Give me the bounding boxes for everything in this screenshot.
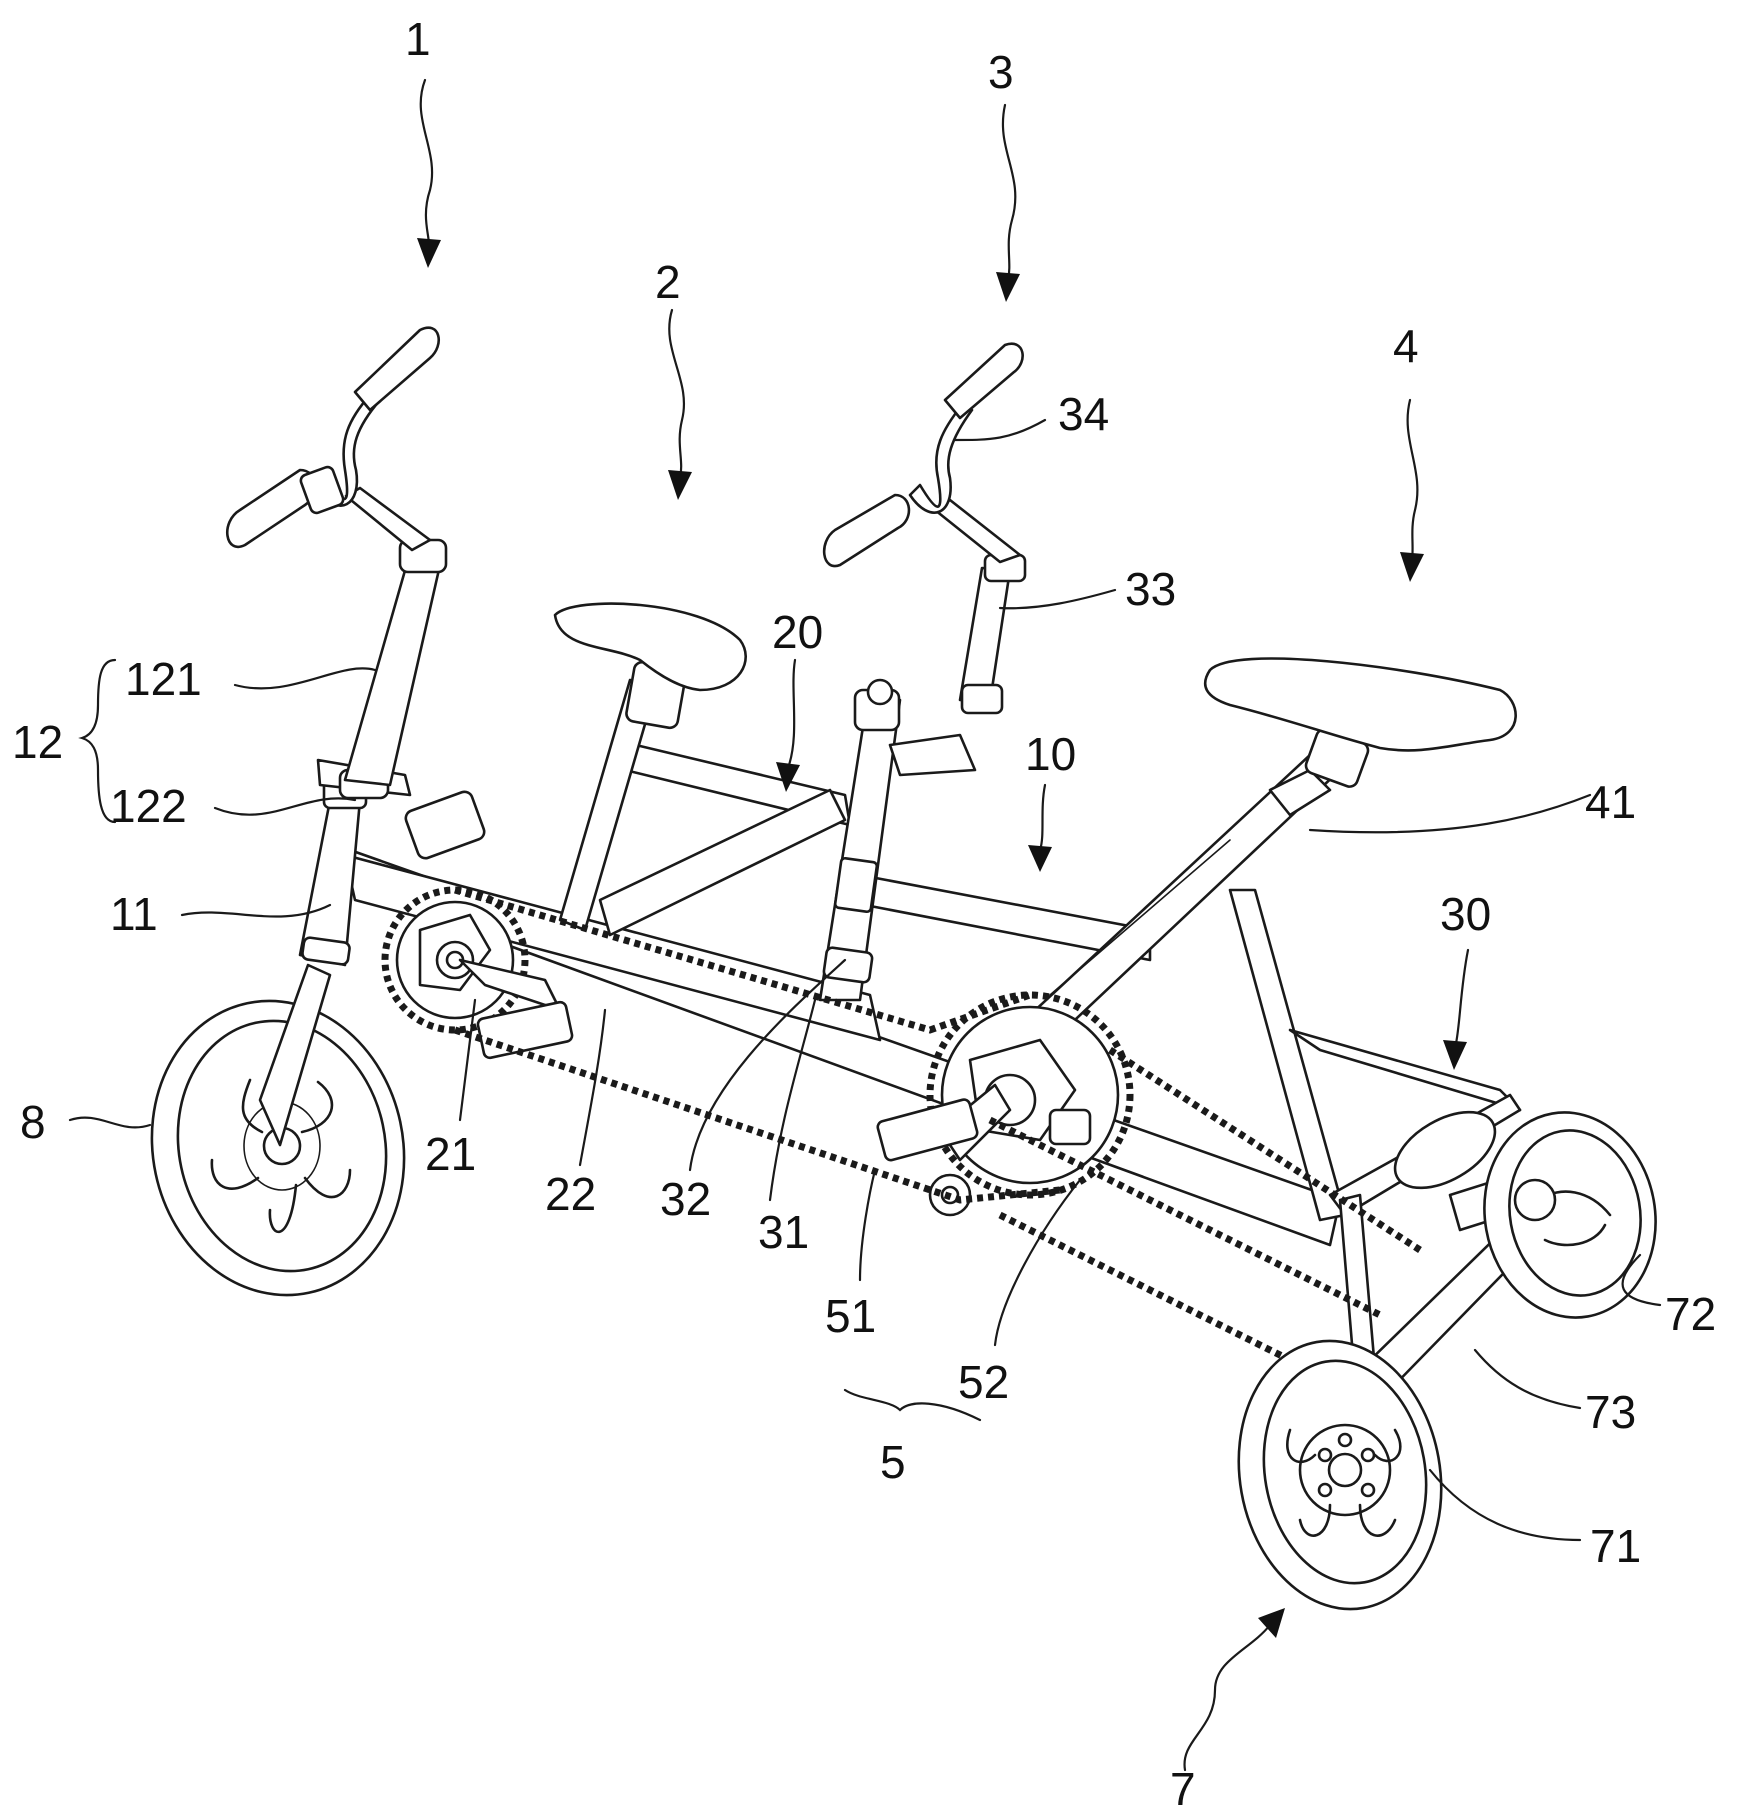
- diagonal-brace: [598, 788, 847, 937]
- label-122: 122: [110, 780, 187, 832]
- label-121: 121: [125, 653, 202, 705]
- label-51: 51: [825, 1290, 876, 1342]
- label-30: 30: [1440, 888, 1491, 940]
- label-34: 34: [1058, 388, 1109, 440]
- front-wheel-8: [150, 999, 406, 1297]
- label-32: 32: [660, 1173, 711, 1225]
- label-71: 71: [1590, 1520, 1641, 1572]
- label-11: 11: [110, 888, 158, 940]
- saddle-4: [1204, 657, 1517, 752]
- grip-right: [353, 326, 440, 412]
- seat-2-assembly: [553, 602, 747, 932]
- label-22: 22: [545, 1168, 596, 1220]
- label-33: 33: [1125, 563, 1176, 615]
- label-52: 52: [958, 1356, 1009, 1408]
- label-7: 7: [1170, 1763, 1196, 1808]
- leaders: [68, 78, 1662, 1772]
- label-41: 41: [1585, 776, 1636, 828]
- label-3: 3: [988, 46, 1014, 98]
- rear-wheel-71: [1237, 1339, 1443, 1611]
- label-5: 5: [880, 1436, 906, 1488]
- rear-wheel-72: [1393, 1110, 1657, 1319]
- crank-52: [876, 991, 1134, 1217]
- label-31: 31: [758, 1206, 809, 1258]
- chains: [453, 886, 1422, 1394]
- rear-frame-30-top: [1288, 1028, 1522, 1112]
- label-21: 21: [425, 1128, 476, 1180]
- saddle-2: [553, 602, 747, 692]
- handlebar-34: [908, 403, 974, 514]
- label-10: 10: [1025, 728, 1076, 780]
- labels: 1 2 3 4 5 7 8 10 11 12 20 21 22 30 31 32…: [12, 13, 1716, 1808]
- steer-bracket: [888, 733, 977, 777]
- label-2: 2: [655, 256, 681, 308]
- steer-3-assembly: [818, 342, 1027, 1002]
- front-head-assembly: [225, 326, 448, 1147]
- crank-21: [381, 790, 574, 1060]
- label-12: 12: [12, 716, 63, 768]
- label-8: 8: [20, 1096, 46, 1148]
- label-72: 72: [1665, 1288, 1716, 1340]
- label-4: 4: [1393, 320, 1419, 372]
- handlebar-crossbar: [344, 486, 432, 552]
- grip-34-left: [822, 493, 911, 568]
- steer-stem-33: [958, 566, 1012, 704]
- steer-crossbar: [933, 498, 1022, 564]
- label-1: 1: [405, 13, 431, 65]
- label-20: 20: [772, 606, 823, 658]
- stem-121: [343, 558, 442, 787]
- seat-post-41-clamp: [1268, 768, 1332, 817]
- label-73: 73: [1585, 1386, 1636, 1438]
- grip-34-right: [943, 342, 1024, 420]
- front-fork: [258, 963, 332, 1147]
